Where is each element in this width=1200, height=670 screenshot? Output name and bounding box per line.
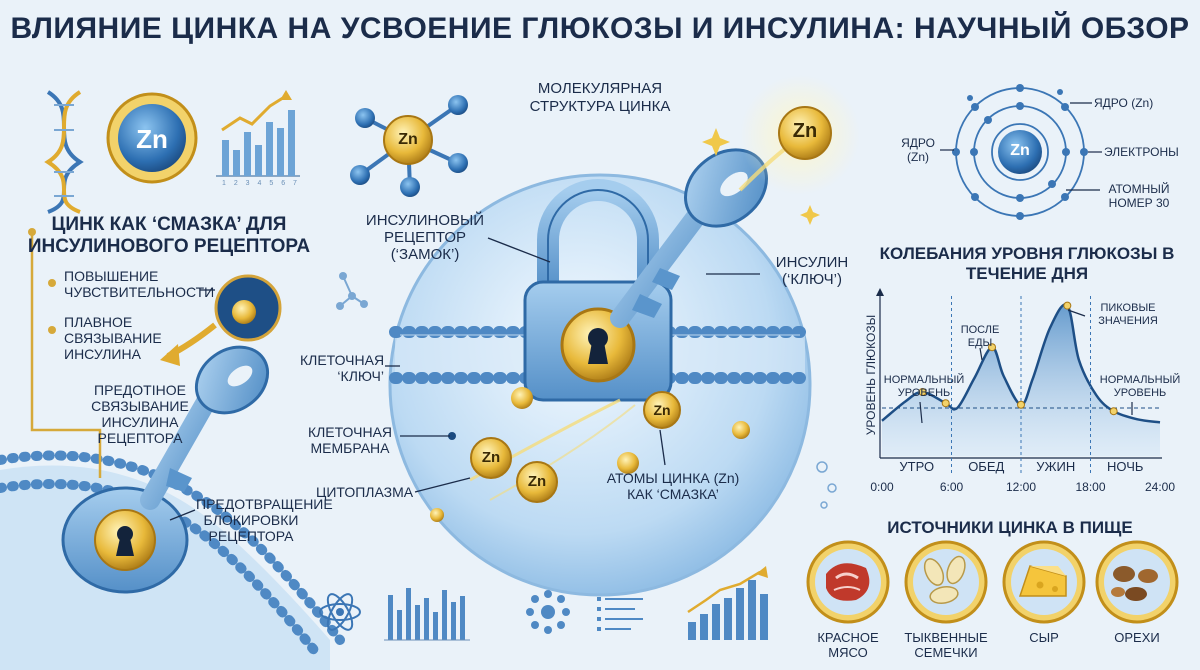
x-tick-label: 0:00 xyxy=(870,480,894,494)
lubricant-point: ПОВЫШЕНИЕ ЧУВСТВИТЕЛЬНОСТИ xyxy=(64,268,215,300)
chart-point xyxy=(1063,301,1072,310)
lubricant-point: ПЛАВНОЕ СВЯЗЫВАНИЕ ИНСУЛИНА xyxy=(64,314,162,362)
left-connector xyxy=(30,232,102,478)
chart-leaders xyxy=(919,309,1133,424)
zn-atom-label: Zn xyxy=(653,402,671,418)
cytoplasm-label: ЦИТОПЛАЗМА xyxy=(316,484,414,500)
chart-annotation: ПОСЛЕ ЕДЫ xyxy=(960,324,1000,349)
left-key-icon xyxy=(140,345,270,510)
chart-point xyxy=(941,399,950,408)
food-item-label: ТЫКВЕННЫЕ СЕМЕЧКИ xyxy=(904,630,988,660)
molecule-icon xyxy=(350,95,468,197)
bullet-dot xyxy=(28,228,36,236)
zn-atom-label: Zn xyxy=(481,449,501,466)
period-label: УТРО xyxy=(899,459,935,474)
lubricant-point: ПРЕДОТВРАЩЕНИЕ БЛОКИРОВКИ РЕЦЕПТОРА xyxy=(196,496,333,544)
atom-electrons-label: ЭЛЕКТРОНЫ xyxy=(1104,145,1179,159)
food-sources-title: ИСТОЧНИКИ ЦИНКА В ПИЩЕ xyxy=(887,518,1133,537)
x-tick-label: 18:00 xyxy=(1075,480,1106,494)
food-nuts-icon xyxy=(1095,540,1179,624)
atom-icon xyxy=(319,593,361,631)
receptor-label: ИНСУЛИНОВЫЙ РЕЦЕПТОР (‘ЗАМОК’) xyxy=(365,212,485,263)
bullet-dot xyxy=(48,279,56,287)
glucose-chart-ylabel: УРОВЕНЬ ГЛЮКОЗЫ xyxy=(864,314,878,436)
chart-annotation: НОРМАЛЬНЫЙ УРОВЕНЬ xyxy=(883,374,965,399)
atom-nucleus-label: Zn xyxy=(1010,142,1030,159)
pointer-dot xyxy=(448,432,456,440)
food-red-meat-icon xyxy=(806,540,890,624)
list-icon xyxy=(597,597,643,631)
small-molecule-icon xyxy=(336,272,368,310)
chart-point xyxy=(918,388,927,396)
left-arrow-head xyxy=(160,344,180,366)
left-lock-icon xyxy=(61,486,189,594)
trend-bar-icon xyxy=(687,566,768,640)
x-tick-label: 12:00 xyxy=(1005,480,1037,494)
floating-bubbles xyxy=(816,461,837,509)
food-pumpkin-seeds-icon xyxy=(904,540,988,624)
atom-nucleus-left-label: ЯДРО (Zn) xyxy=(901,136,935,164)
x-tick-label: 6:00 xyxy=(939,480,964,494)
bullet-dot xyxy=(48,326,56,334)
atom-leaders xyxy=(940,102,1102,191)
food-item-label: КРАСНОЕ МЯСО xyxy=(817,630,879,660)
chart-annotation: ПИКОВЫЕ ЗНАЧЕНИЯ xyxy=(1098,302,1158,327)
zinc-atoms-label: АТОМЫ ЦИНКА (Zn) КАК ‘СМАЗКА’ xyxy=(606,470,740,502)
left-zn-bubble-icon xyxy=(214,274,282,342)
atom-diagram xyxy=(952,84,1088,220)
zn-badge-icon xyxy=(106,92,198,184)
bar-chart-icon xyxy=(384,588,470,641)
sparkle-icon xyxy=(702,128,820,225)
molecule-zn-label: Zn xyxy=(398,131,418,148)
glucose-chart-title: КОЛЕБАНИЯ УРОВНЯ ГЛЮКОЗЫ В ТЕЧЕНИЕ ДНЯ xyxy=(879,244,1175,283)
chart-point xyxy=(1017,400,1025,409)
x-tick-label: 24:00 xyxy=(1144,480,1176,494)
molecular-structure-label: МОЛЕКУЛЯРНАЯ СТРУКТУРА ЦИНКА xyxy=(529,80,671,115)
cell-key-label: КЛЕТОЧНАЯ ‘КЛЮЧ’ xyxy=(300,352,385,384)
insulin-key-icon xyxy=(610,148,769,328)
page-title: ВЛИЯНИЕ ЦИНКА НА УСВОЕНИЕ ГЛЮКОЗЫ И ИНСУ… xyxy=(10,12,1190,45)
food-item-label: ОРЕХИ xyxy=(1114,630,1160,645)
period-label: ОБЕД xyxy=(968,459,1005,474)
dna-icon xyxy=(44,90,84,214)
lubricant-point: ПРЕДОТІНОЕ СВЯЗЫВАНИЕ ИНСУЛИНА РЕЦЕПТОРА xyxy=(91,382,189,446)
insulin-label: ИНСУЛИН (‘КЛЮЧ’) xyxy=(775,254,849,288)
atom-nucleus-top-label: ЯДРО (Zn) xyxy=(1094,96,1154,110)
chart-point xyxy=(988,343,997,352)
atom-number-label: АТОМНЫЙ НОМЕР 30 xyxy=(1108,182,1170,210)
network-icon xyxy=(526,590,570,634)
mini-chart-ticks: 1 2 3 4 5 6 7 xyxy=(222,180,300,187)
zn-badge-label: Zn xyxy=(136,124,168,154)
membrane-label: КЛЕТОЧНАЯ МЕМБРАНА xyxy=(307,424,393,456)
glucose-chart xyxy=(876,288,1162,476)
period-label: УЖИН xyxy=(1036,459,1076,474)
growth-chart-icon xyxy=(216,90,300,177)
zn-atom-label: Zn xyxy=(527,473,547,490)
period-label: НОЧЬ xyxy=(1107,459,1144,474)
food-item-label: СЫР xyxy=(1029,630,1059,645)
center-leaders xyxy=(385,237,760,493)
lubricant-title: ЦИНК КАК ‘СМАЗКА’ ДЛЯ ИНСУЛИНОВОГО РЕЦЕП… xyxy=(27,214,311,257)
zn-atom-label: Zn xyxy=(792,120,818,142)
food-cheese-icon xyxy=(1002,540,1086,624)
chart-point xyxy=(1109,407,1118,416)
zinc-atoms xyxy=(430,106,832,522)
chart-annotation: НОРМАЛЬНЫЙ УРОВЕНЬ xyxy=(1099,374,1181,399)
